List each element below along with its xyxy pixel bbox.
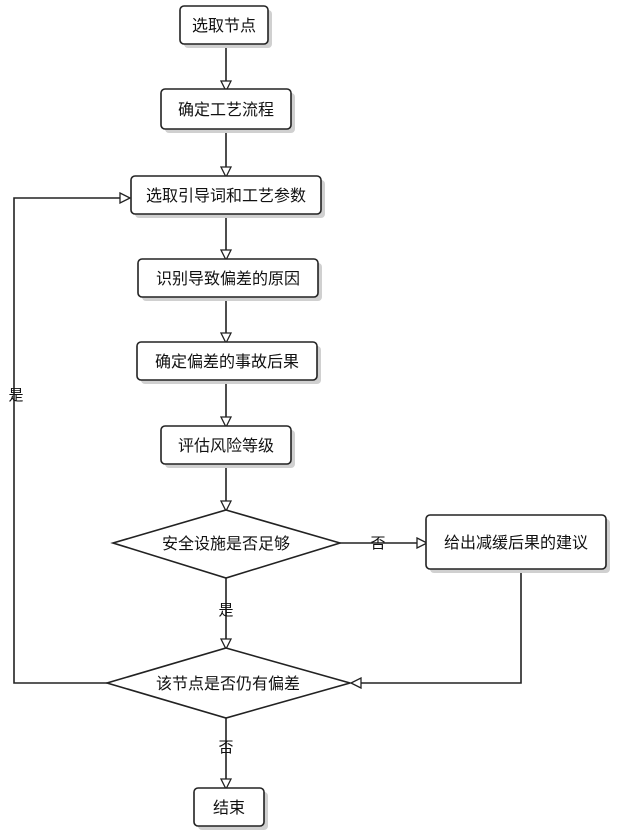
node-end: 结束 (193, 787, 268, 830)
node-define-process: 确定工艺流程 (160, 88, 295, 133)
node-select-guideword: 选取引导词和工艺参数 (130, 175, 325, 218)
node-select-guideword-label: 选取引导词和工艺参数 (146, 186, 306, 205)
edge-advice-to-deviation (352, 572, 522, 683)
edge-label-no-advice: 否 (370, 534, 385, 552)
node-determine-consequences: 确定偏差的事故后果 (136, 341, 321, 384)
edge-label-yes-loop: 是 (8, 386, 23, 404)
node-give-advice: 给出减缓后果的建议 (425, 514, 610, 573)
edge-label-no-end: 否 (218, 738, 233, 756)
node-assess-risk: 评估风险等级 (160, 425, 295, 468)
node-end-label: 结束 (213, 798, 245, 817)
node-safeguards-decision: 安全设施是否足够 (110, 509, 343, 579)
node-identify-causes-label: 识别导致偏差的原因 (156, 269, 300, 288)
node-identify-causes: 识别导致偏差的原因 (137, 258, 322, 301)
node-deviation-decision: 该节点是否仍有偏差 (104, 647, 353, 719)
node-safeguards-decision-label: 安全设施是否足够 (162, 534, 290, 553)
node-determine-consequences-label: 确定偏差的事故后果 (155, 352, 299, 371)
node-select-node: 选取节点 (179, 5, 272, 48)
node-deviation-decision-label: 该节点是否仍有偏差 (156, 674, 300, 693)
node-assess-risk-label: 评估风险等级 (178, 436, 274, 455)
edge-label-yes-deviation: 是 (218, 601, 233, 619)
node-select-node-label: 选取节点 (192, 16, 256, 35)
node-define-process-label: 确定工艺流程 (178, 100, 274, 119)
edge-deviation-loop-back (13, 198, 129, 684)
node-give-advice-label: 给出减缓后果的建议 (444, 533, 588, 552)
